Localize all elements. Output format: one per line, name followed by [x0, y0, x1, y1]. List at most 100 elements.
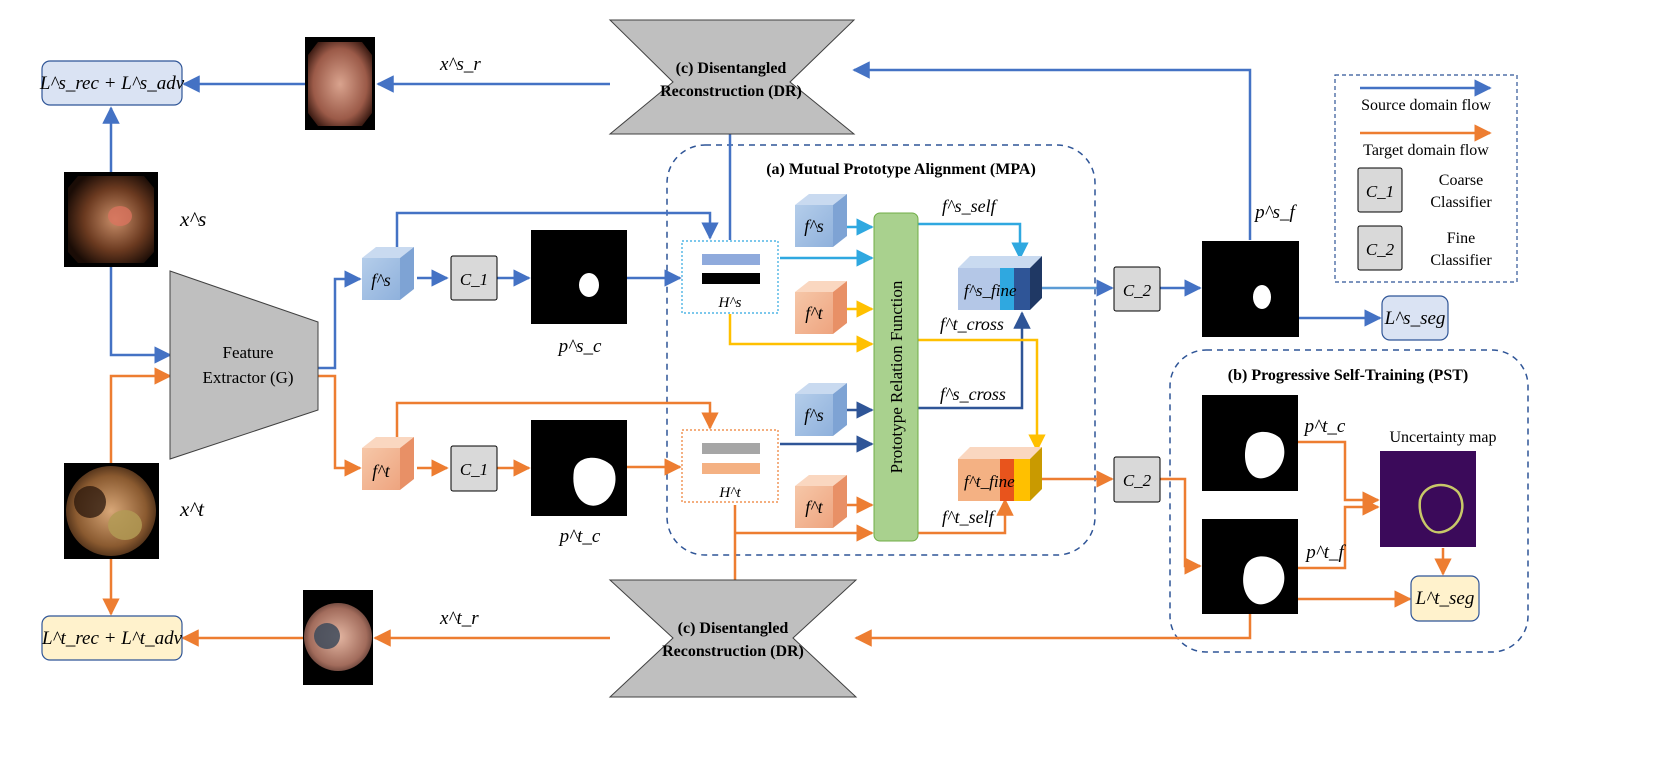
c1-source-box: C_1: [450, 255, 498, 301]
edge-xt-to-extractor: [109, 367, 172, 463]
c2-source-box: C_2: [1113, 266, 1161, 312]
source-input-image: [64, 172, 158, 267]
pcs-mask: [531, 230, 627, 324]
xs-label: x^s: [179, 207, 206, 231]
mpa-fs-bottom-label: f^s: [804, 405, 824, 425]
mpa-fs-top-cube: [795, 194, 847, 247]
edge-prf-cross-to-ffines: [918, 311, 1031, 410]
edge-hs-to-prf-yellow: [728, 314, 874, 353]
dr-top-shape: [608, 19, 856, 135]
hs-prototype-box: [681, 240, 779, 314]
edge-c2-to-pft: [1160, 477, 1202, 575]
target-seg-loss-label: L^t_seg: [1415, 588, 1475, 609]
fs-cube: [362, 247, 414, 300]
legend-source-label: Source domain flow: [1361, 97, 1491, 114]
legend: Source domain flow Target domain flow C_…: [1357, 79, 1492, 271]
source-seg-loss: L^s_seg: [1381, 295, 1449, 341]
pst-module-box: [1169, 349, 1529, 653]
legend-c1-label: C_1: [1366, 182, 1394, 201]
ht-label: H^t: [718, 485, 741, 501]
legend-c1-box: [1357, 167, 1403, 213]
ffine-source-stack: [958, 256, 1042, 310]
f-self-t-label: f^t_self: [942, 507, 997, 527]
edge-prf-to-ffinet: [918, 498, 1014, 535]
c1-target-box: C_1: [450, 445, 498, 492]
uncertainty-map-label: Uncertainty map: [1389, 429, 1496, 446]
source-rec-adv-loss-label: L^s_rec + L^s_adv: [39, 73, 185, 94]
edge-prf-to-ffines: [918, 222, 1029, 260]
mpa-module-box: [666, 144, 1096, 556]
dr-top-label-line1: (c) Disentangled: [676, 60, 787, 77]
target-input-image: [64, 463, 159, 559]
mpa-fs-bottom-cube: [795, 383, 847, 436]
xrt-label: x^t_r: [439, 608, 479, 629]
mpa-fs-top-label: f^s: [804, 216, 824, 236]
uncertainty-map-image: [1380, 451, 1476, 547]
legend-box: [1334, 74, 1518, 283]
feature-extractor-label-line1: Feature: [223, 343, 274, 362]
pst-pft-label: p^t_f: [1304, 542, 1346, 563]
dr-bottom-shape: [608, 579, 858, 698]
edge-prf-cross-to-ffinet: [918, 338, 1046, 452]
ffine-target-stack: [958, 447, 1042, 501]
dr-top-module: (c) Disentangled Reconstruction (DR): [608, 19, 856, 135]
edge-extractor-to-ft: [318, 374, 362, 477]
prf-label: Prototype Relation Function: [887, 280, 906, 473]
edge-pft-to-dr-bottom: [854, 614, 1252, 647]
pct-label: p^t_c: [558, 526, 601, 547]
c1-source-label: C_1: [460, 270, 488, 289]
c1-target-label: C_1: [460, 460, 488, 479]
legend-c1-desc-line2: Classifier: [1430, 194, 1492, 211]
edge-extractor-to-fs: [318, 270, 362, 370]
source-rec-adv-loss: L^s_rec + L^s_adv: [39, 60, 185, 106]
ft-label: f^t: [372, 461, 391, 481]
legend-c2-desc-line2: Classifier: [1430, 252, 1492, 269]
feature-extractor: Feature Extractor (G): [169, 270, 319, 460]
pst-pct-label: p^t_c: [1303, 416, 1346, 437]
connections: [102, 61, 1452, 647]
f-cross-t-label: f^t_cross: [940, 314, 1004, 334]
edge-ft-to-ht: [395, 401, 719, 438]
pfs-mask: [1202, 241, 1299, 337]
mpa-ft-bottom-cube: [795, 475, 847, 528]
legend-c1-desc-line1: Coarse: [1439, 172, 1483, 189]
legend-c2-label: C_2: [1366, 240, 1395, 259]
edge-xs-to-extractor: [109, 267, 172, 364]
fs-label: f^s: [371, 270, 391, 290]
mpa-ft-bottom-label: f^t: [805, 497, 824, 517]
f-cross-s-label: f^s_cross: [940, 384, 1006, 404]
ft-cube: [362, 437, 414, 490]
target-seg-loss: L^t_seg: [1410, 575, 1480, 622]
dr-bottom-module: (c) Disentangled Reconstruction (DR): [608, 579, 858, 698]
f-fine-s-label: f^s_fine: [964, 281, 1017, 300]
xrs-label: x^s_r: [439, 54, 481, 75]
source-seg-loss-label: L^s_seg: [1384, 308, 1446, 329]
pst-title: (b) Progressive Self-Training (PST): [1228, 367, 1468, 384]
pst-pct-mask: [1202, 395, 1298, 491]
dr-bottom-label-line2: Reconstruction (DR): [662, 643, 804, 660]
mpa-ft-top-cube: [795, 281, 847, 334]
c2-target-box: C_2: [1113, 456, 1161, 503]
edge-fs-to-hs: [395, 211, 719, 250]
legend-c2-box: [1357, 225, 1403, 271]
mpa-title: (a) Mutual Prototype Alignment (MPA): [766, 161, 1036, 178]
f-self-s-label: f^s_self: [942, 196, 999, 216]
xt-label: x^t: [179, 497, 205, 521]
feature-extractor-shape: [169, 270, 319, 460]
target-reconstructed-image: [303, 590, 373, 685]
hs-label: H^s: [718, 295, 742, 311]
c2-target-label: C_2: [1123, 471, 1152, 490]
mpa-ft-top-label: f^t: [805, 303, 824, 323]
pfs-label: p^s_f: [1253, 202, 1297, 223]
c2-source-label: C_2: [1123, 281, 1152, 300]
edge-pft-to-uncertainty: [1298, 498, 1380, 570]
feature-extractor-label-line2: Extractor (G): [202, 368, 293, 387]
target-rec-adv-loss: L^t_rec + L^t_adv: [41, 615, 183, 661]
pst-pft-mask: [1202, 519, 1298, 614]
edge-pct-to-uncertainty: [1298, 440, 1380, 509]
legend-target-label: Target domain flow: [1363, 142, 1489, 159]
f-fine-t-label: f^t_fine: [964, 472, 1015, 491]
target-rec-adv-loss-label: L^t_rec + L^t_adv: [41, 628, 183, 649]
prototype-relation-function: Prototype Relation Function: [873, 212, 919, 542]
